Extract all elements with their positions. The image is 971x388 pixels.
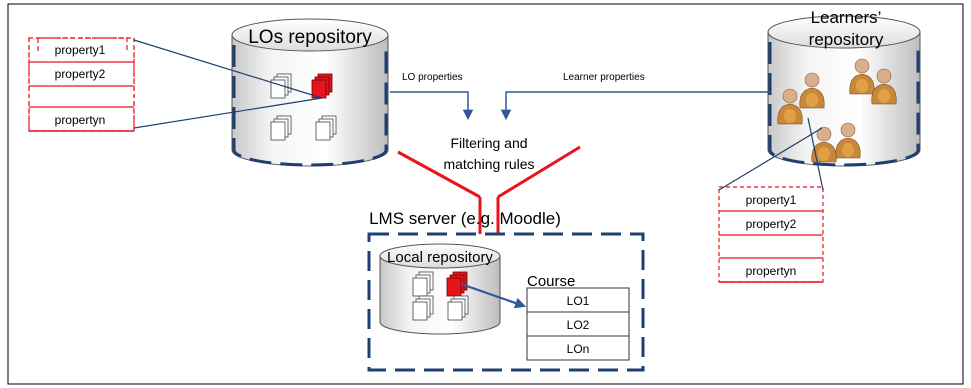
learner-connector-right — [807, 117, 824, 191]
lo-connector-bottom — [133, 97, 323, 129]
learner-connector-left — [718, 127, 823, 191]
lo-property-1: property1 — [55, 43, 106, 57]
local-to-course-arrow — [460, 282, 527, 309]
learner-properties-label: Learner properties — [563, 72, 645, 83]
learner-properties-arrow — [500, 91, 770, 121]
local-repository-cylinder — [379, 243, 501, 335]
learners-repository-title-1: Learners’ — [811, 8, 882, 27]
lo-properties-label: LO properties — [402, 72, 463, 83]
learner-property-list — [718, 186, 824, 283]
course-item-2: LO2 — [567, 318, 590, 332]
lms-title: LMS server (e.g. Moodle) — [369, 209, 561, 228]
learners-repository-cylinder — [767, 15, 921, 167]
lo-property-list — [28, 37, 135, 132]
lo-connector-top — [133, 39, 323, 99]
course-item-n: LOn — [567, 342, 590, 356]
filter-funnel — [397, 145, 581, 234]
filter-label-line2: matching rules — [443, 156, 534, 172]
lo-repository-title: LOs repository — [248, 27, 372, 48]
lo-property-2: property2 — [55, 67, 106, 81]
outer-frame — [7, 3, 964, 385]
course-item-1: LO1 — [567, 294, 590, 308]
learner-property-1: property1 — [746, 193, 797, 207]
filter-label-line1: Filtering and — [450, 135, 527, 151]
lo-properties-arrow — [390, 91, 474, 121]
lo-property-n: propertyn — [55, 113, 106, 127]
learner-property-n: propertyn — [746, 264, 797, 278]
course-title: Course — [527, 273, 575, 290]
course-table — [526, 287, 630, 361]
learners-repository-title-2: repository — [809, 30, 884, 49]
learner-property-2: property2 — [746, 217, 797, 231]
local-repository-title: Local repository — [387, 249, 493, 266]
